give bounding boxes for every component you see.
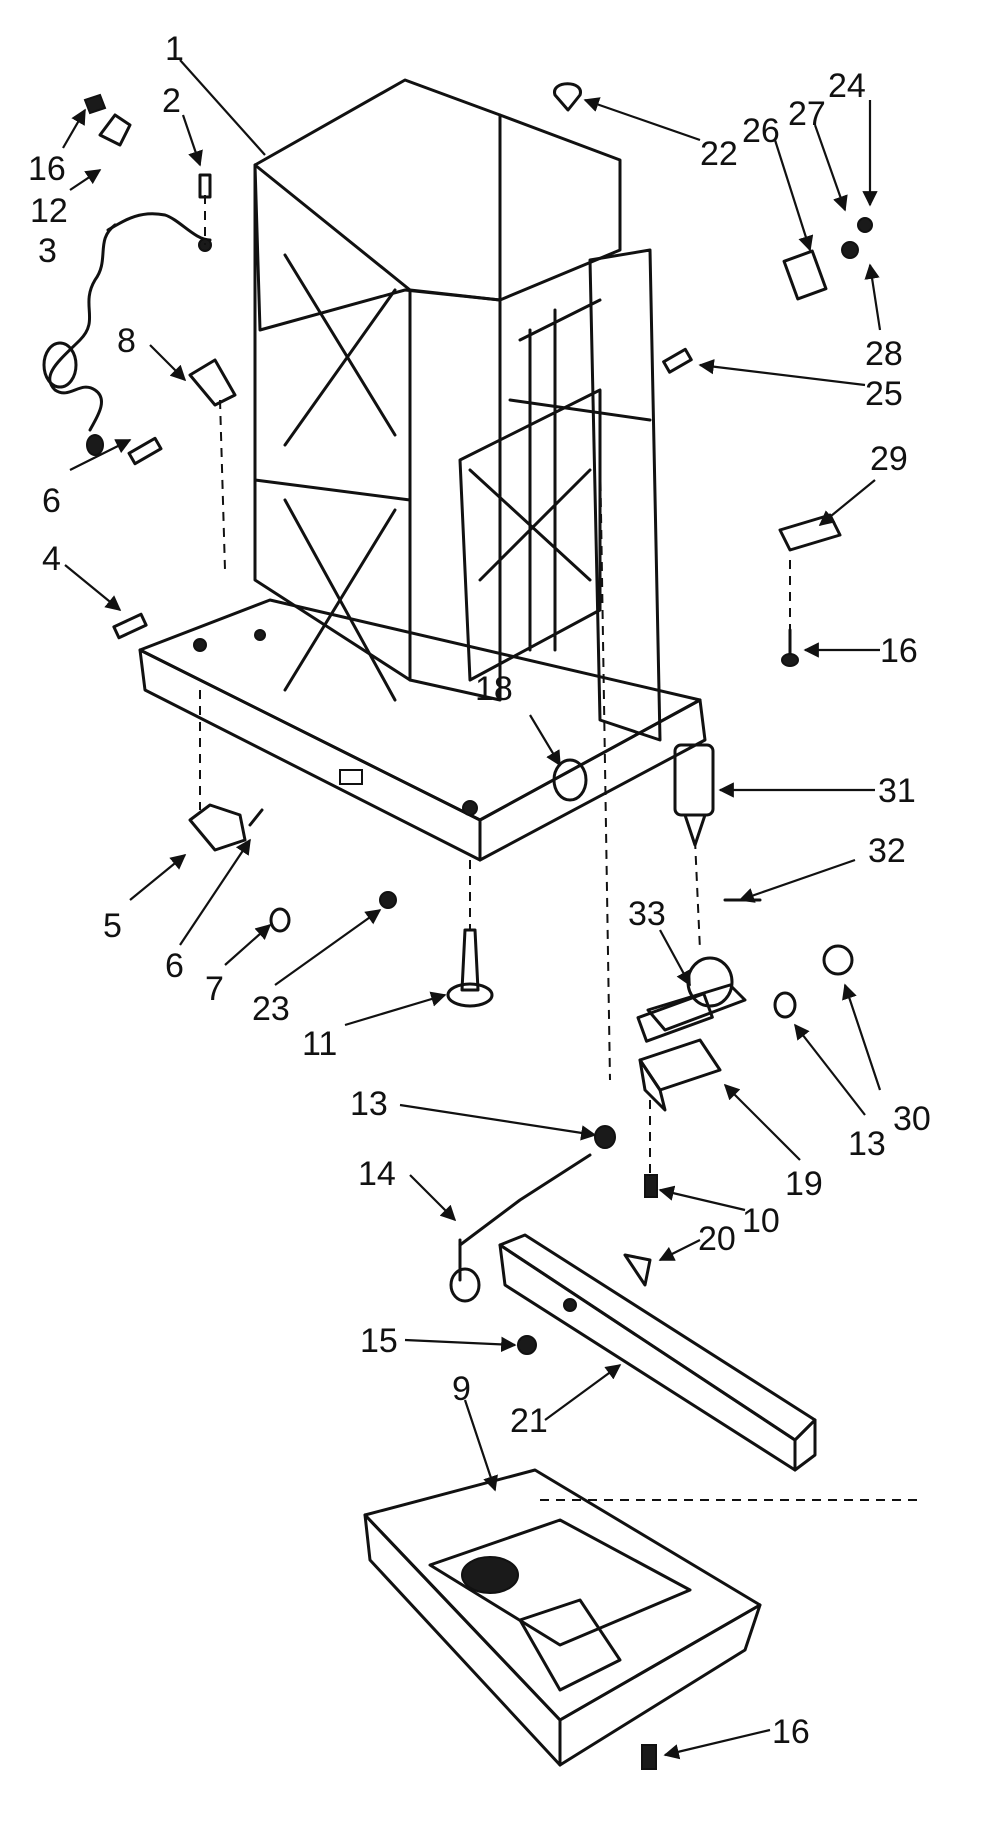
callout-1: 1 — [165, 30, 184, 68]
callout-23: 23 — [252, 990, 290, 1028]
callout-6: 6 — [165, 947, 184, 985]
base-pan — [363, 1468, 762, 1767]
callout-18: 18 — [475, 670, 513, 708]
callout-29: 29 — [870, 440, 908, 478]
cabinet-frame — [253, 78, 662, 742]
power-cord — [42, 212, 212, 456]
small-parts — [83, 82, 873, 1770]
callout-27: 27 — [788, 95, 826, 133]
callout-24: 24 — [828, 67, 866, 105]
callout-33: 33 — [628, 895, 666, 933]
callout-13: 13 — [350, 1085, 388, 1123]
callout-5: 5 — [103, 907, 122, 945]
callout-4: 4 — [42, 540, 61, 578]
callout-10: 10 — [742, 1202, 780, 1240]
hinge-bracket — [638, 956, 747, 1112]
callout-7: 7 — [205, 970, 224, 1008]
callout-16: 16 — [28, 150, 66, 188]
callout-16: 16 — [772, 1713, 810, 1751]
callout-15: 15 — [360, 1322, 398, 1360]
callout-13: 13 — [848, 1125, 886, 1163]
base-plate — [138, 598, 707, 862]
callout-22: 22 — [700, 135, 738, 173]
callout-21: 21 — [510, 1402, 548, 1440]
callout-30: 30 — [893, 1100, 931, 1138]
callout-25: 25 — [865, 375, 903, 413]
rail-bracket — [498, 1233, 817, 1472]
callout-8: 8 — [117, 322, 136, 360]
callout-9: 9 — [452, 1370, 471, 1408]
callout-28: 28 — [865, 335, 903, 373]
assembly-lines — [199, 195, 920, 1501]
callout-14: 14 — [358, 1155, 396, 1193]
callout-19: 19 — [785, 1165, 823, 1203]
callout-3: 3 — [38, 232, 57, 270]
callout-labels: 1 2 16 12 3 8 6 4 5 6 7 23 11 18 22 26 2… — [28, 30, 931, 1751]
callout-32: 32 — [868, 832, 906, 870]
callout-16: 16 — [880, 632, 918, 670]
callout-31: 31 — [878, 772, 916, 810]
callout-20: 20 — [698, 1220, 736, 1258]
callout-26: 26 — [742, 112, 780, 150]
callout-11: 11 — [302, 1025, 337, 1063]
callout-2: 2 — [162, 82, 181, 120]
callout-6: 6 — [42, 482, 61, 520]
callout-12: 12 — [30, 192, 68, 230]
leader-lines — [62, 59, 882, 1760]
